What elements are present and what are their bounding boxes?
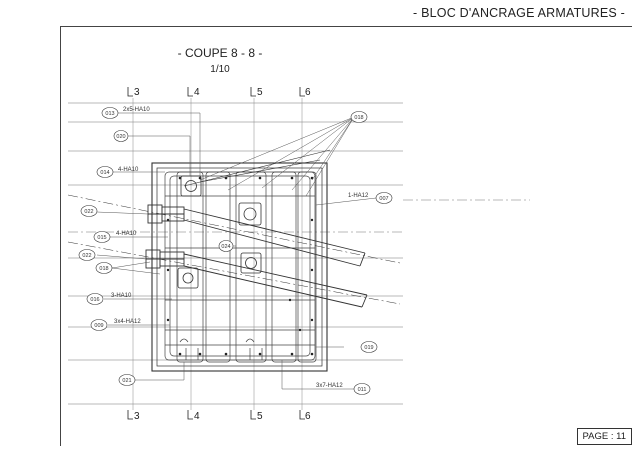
tag-015: 015 [97,235,106,241]
rebar-label-2x5-ha10: 2x5-HA10 [123,107,150,113]
axis-markers-bottom: 3 4 5 6 [127,410,311,422]
section-title: - COUPE 8 - 8 - [177,46,263,60]
rebar-label-4-ha10-mid: 4-HA10 [116,231,137,237]
page-number-box: PAGE : 11 [576,428,632,445]
reference-tag-labels: 013 020 014 022 015 022 018 016 009 021 … [82,111,388,393]
tag-016: 016 [90,297,99,303]
axis-label-top-6: 6 [305,87,311,98]
axis-label-bottom-4: 4 [194,411,200,422]
tendons [67,149,401,308]
document-title: - BLOC D'ANCRAGE ARMATURES - [413,6,625,20]
tag-022-lower: 022 [82,253,91,259]
tag-018-left: 018 [99,266,108,272]
rebar-label-1-ha12: 1-HA12 [348,193,369,199]
axis-label-bottom-3: 3 [134,411,140,422]
axis-label-bottom-6: 6 [305,411,311,422]
tag-022-upper: 022 [84,209,93,215]
tag-011: 011 [358,387,367,393]
rebar-label-3x7-ha12: 3x7-HA12 [316,383,343,389]
drawing-frame [60,26,632,446]
concrete-block [151,162,328,372]
tag-024: 024 [221,244,230,250]
tag-013: 013 [105,111,114,117]
axis-label-top-5: 5 [257,87,263,98]
tag-019: 019 [364,345,373,351]
page-number: PAGE : 11 [582,431,626,442]
tag-014: 014 [100,170,109,176]
tag-009: 009 [94,323,103,329]
tag-018-right: 018 [354,115,363,121]
leader-lines [96,112,377,390]
axis-markers-top: 3 4 5 6 [127,87,311,98]
tag-020: 020 [116,134,125,140]
tag-007: 007 [379,196,388,202]
rebar-labels: 2x5-HA10 4-HA10 4-HA10 3-HA10 3x4-HA12 1… [111,107,369,389]
axis-label-bottom-5: 5 [257,411,263,422]
axis-lines [132,98,303,410]
tag-021: 021 [122,378,131,384]
axis-label-top-3: 3 [134,87,140,98]
axis-label-top-4: 4 [194,87,200,98]
section-scale: 1/10 [210,64,230,75]
reference-tags [78,107,393,395]
rebar-label-4-ha10-top: 4-HA10 [118,167,139,173]
rebar-label-3-ha10: 3-HA10 [111,293,132,299]
rebar-label-3x4-ha12: 3x4-HA12 [114,319,141,325]
reference-lines [68,102,530,405]
